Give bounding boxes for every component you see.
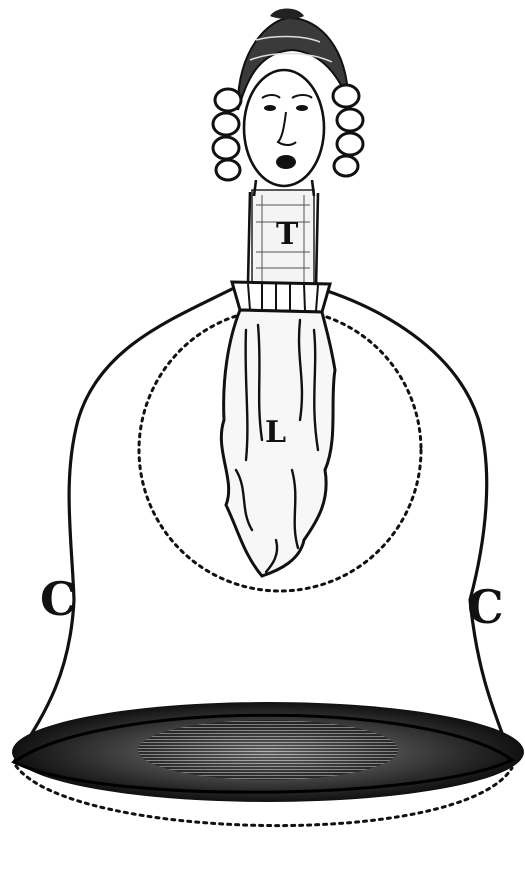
curls-left	[213, 89, 241, 180]
chamber-label-right: C	[467, 584, 504, 630]
lungs-label: L	[265, 418, 286, 448]
trachea-label: T	[276, 220, 298, 250]
head-illustration	[213, 9, 363, 197]
curls-right	[333, 85, 363, 176]
eye-left	[264, 105, 276, 111]
eye-right	[296, 105, 308, 111]
base-membrane-hatch	[138, 720, 398, 780]
mouth	[276, 155, 296, 169]
chamber-label-left: C	[40, 576, 77, 622]
hair-bun	[270, 9, 304, 20]
